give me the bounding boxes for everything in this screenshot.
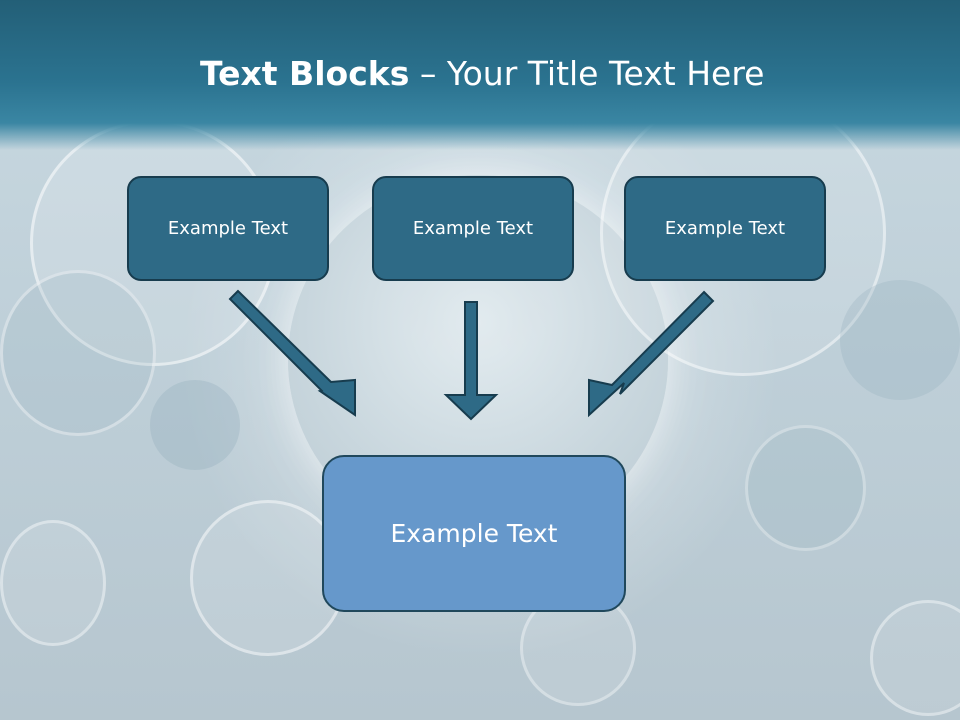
- title-bold-part: Text Blocks: [200, 54, 410, 93]
- arrow-down-icon: [443, 301, 499, 421]
- arrow-down-left-icon: [588, 290, 715, 418]
- background-cell: [190, 500, 346, 656]
- text-block-left[interactable]: Example Text: [127, 176, 329, 281]
- text-block-left-label: Example Text: [167, 218, 289, 239]
- background-cell: [745, 425, 866, 551]
- title-banner: [0, 0, 960, 150]
- background-cell: [150, 380, 240, 470]
- text-block-right[interactable]: Example Text: [624, 176, 826, 281]
- text-block-main-label: Example Text: [390, 519, 558, 548]
- background-cell: [840, 280, 960, 400]
- background-cell: [0, 270, 156, 436]
- background-cell: [870, 600, 960, 716]
- arrow-down-right-icon: [228, 289, 356, 417]
- text-block-center[interactable]: Example Text: [372, 176, 574, 281]
- slide-title: Text Blocks – Your Title Text Here: [0, 54, 960, 93]
- text-block-right-label: Example Text: [664, 218, 786, 239]
- title-rest-part: – Your Title Text Here: [409, 54, 765, 93]
- background-cell: [0, 520, 106, 646]
- text-block-main[interactable]: Example Text: [322, 455, 626, 612]
- text-block-center-label: Example Text: [412, 218, 534, 239]
